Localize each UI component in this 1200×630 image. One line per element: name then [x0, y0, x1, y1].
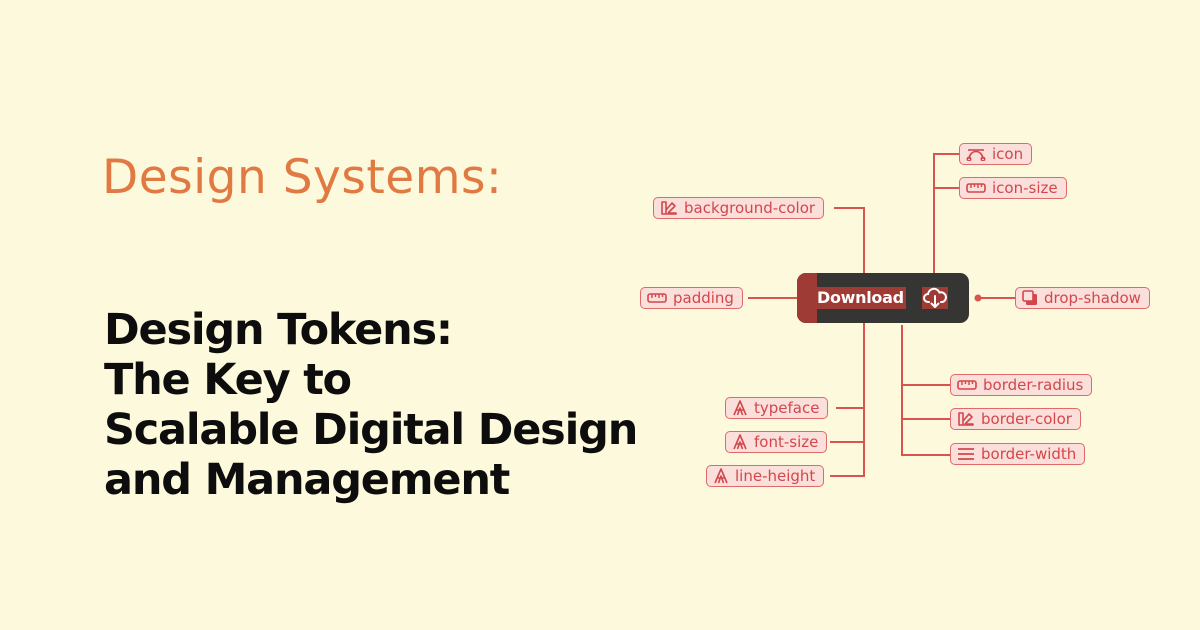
token-border-width: border-width	[950, 443, 1086, 465]
token-label: line-height	[735, 466, 816, 485]
token-icon: icon	[959, 143, 1033, 165]
token-label: font-size	[754, 432, 819, 451]
token-border-color: border-color	[950, 408, 1081, 430]
token-label: padding	[673, 288, 734, 307]
token-font-size: font-size	[725, 431, 828, 453]
color-palette-icon	[661, 201, 677, 215]
bezier-curve-icon	[966, 149, 986, 161]
token-label: border-width	[981, 444, 1077, 463]
headline-line: Design Tokens:	[104, 305, 453, 355]
letter-a-icon	[733, 434, 747, 450]
lines-icon	[958, 448, 974, 460]
ruler-icon	[966, 183, 986, 193]
token-border-radius: border-radius	[950, 374, 1093, 396]
token-label: icon	[992, 144, 1024, 163]
eyebrow-title: Design Systems:	[102, 150, 503, 205]
token-label: background-color	[684, 198, 816, 217]
headline: Design Tokens: The Key to Scalable Digit…	[104, 305, 638, 505]
padding-highlight	[797, 273, 817, 323]
color-palette-icon	[958, 412, 974, 426]
token-label: border-color	[981, 409, 1072, 428]
token-line-height: line-height	[706, 465, 825, 487]
token-typeface: typeface	[725, 397, 829, 419]
headline-line: Scalable Digital Design	[104, 405, 638, 455]
ruler-icon	[647, 293, 667, 303]
letter-a-icon	[714, 468, 728, 484]
token-drop-shadow: drop-shadow	[1015, 287, 1150, 309]
token-padding: padding	[640, 287, 743, 309]
download-button-label: Download	[817, 287, 906, 309]
token-icon-size: icon-size	[959, 177, 1067, 199]
headline-line: and Management	[104, 455, 510, 505]
token-background-color: background-color	[653, 197, 825, 219]
ruler-icon	[957, 380, 977, 390]
letter-a-icon	[733, 400, 747, 416]
token-label: typeface	[754, 398, 820, 417]
download-button-example: Download	[797, 273, 969, 323]
token-label: border-radius	[983, 375, 1084, 394]
shadow-square-icon	[1022, 290, 1037, 305]
headline-line: The Key to	[104, 355, 352, 405]
cloud-download-icon	[922, 287, 948, 309]
token-label: drop-shadow	[1044, 288, 1141, 307]
token-label: icon-size	[992, 178, 1058, 197]
